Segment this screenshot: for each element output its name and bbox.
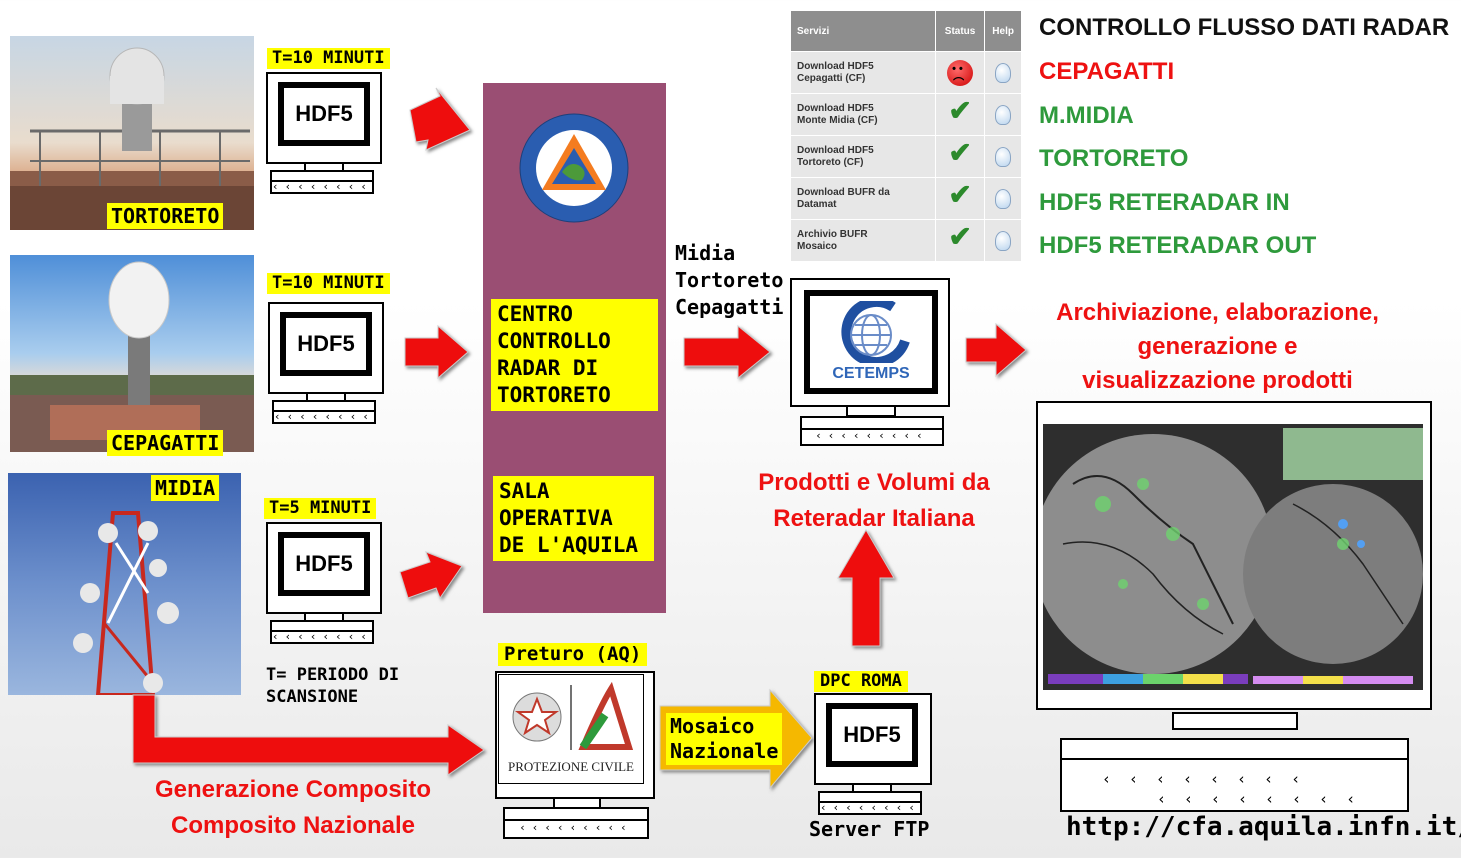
hdf5-label: HDF5 [278, 532, 370, 596]
col-header-services: Servizi [790, 10, 936, 52]
archiving-text: Archiviazione, elaborazione, generazione… [1056, 299, 1379, 394]
check-icon: ✔ [948, 137, 972, 168]
table-row: Download HDF5 Tortoreto (CF) ✔ [790, 135, 1022, 178]
service-name: Download BUFR da Datamat [790, 177, 936, 220]
arrow-cetemps-to-archive [965, 322, 1027, 378]
server-ftp-label: Server FTP [809, 817, 930, 841]
products-text: Prodotti e Volumi da Reteradar Italiana [758, 469, 990, 532]
antenna-tower-illustration [73, 511, 179, 695]
visualization-monitor-neck [1172, 712, 1298, 730]
table-row: Download HDF5 Monte Midia (CF) ✔ [790, 93, 1022, 136]
hdf5-label: HDF5 [826, 703, 918, 767]
check-icon: ✔ [948, 95, 972, 126]
check-icon: ✔ [948, 179, 972, 210]
services-status-table: Servizi Status Help Download HDF5 Cepaga… [790, 10, 1022, 262]
status-item: TORTORETO [1039, 145, 1189, 172]
dpc-computer: HDF5 ‹‹‹‹‹‹‹‹ [814, 693, 932, 815]
radar-dome-illustration [10, 261, 254, 452]
service-name: Download HDF5 Monte Midia (CF) [790, 93, 936, 136]
hdf5-label: HDF5 [278, 82, 370, 146]
interval-label-tortoreto: T=10 MINUTI [267, 48, 390, 69]
preturo-label: Preturo (AQ) [498, 643, 648, 666]
arrow-tortoreto-to-center [409, 87, 471, 151]
dpc-label: DPC ROMA [814, 671, 908, 692]
site-label-midia: MIDIA [151, 475, 220, 501]
control-center-label: CENTRO CONTROLLO RADAR DI TORTORETO [491, 299, 658, 411]
cetemps-screen: CETEMPS [804, 290, 938, 394]
tortoreto-radar-photo [10, 36, 254, 230]
col-header-help: Help [984, 10, 1022, 52]
flow-sites-label: Midia Tortoreto Cepagatti [675, 241, 784, 319]
website-url[interactable]: http://cfa.aquila.infn.it/ [1066, 812, 1461, 842]
col-header-status: Status [934, 10, 986, 52]
visualization-keyboard: ‹‹‹‹‹‹‹‹ ‹‹‹‹‹‹‹‹ [1060, 738, 1409, 812]
arrow-dpc-to-cetemps [837, 529, 895, 647]
status-item: M.MIDIA [1039, 101, 1134, 129]
arrow-center-to-cetemps [683, 324, 771, 380]
midia-radar-photo [8, 473, 241, 695]
site-label-cepagatti: CEPAGATTI [107, 430, 224, 456]
help-bulb-icon[interactable] [995, 146, 1012, 167]
status-item: HDF5 RETERADAR IN [1039, 188, 1290, 216]
interval-label-cepagatti: T=10 MINUTI [267, 273, 390, 294]
arrow-midia-to-preturo [132, 694, 485, 776]
radar-maps-screen [1043, 424, 1423, 690]
site-label-tortoreto: TORTORETO [107, 203, 224, 229]
cetemps-computer: CETEMPS ‹‹‹‹‹‹‹‹‹ [790, 278, 950, 446]
help-bulb-icon[interactable] [995, 62, 1012, 83]
cetemps-globe-icon [841, 301, 910, 363]
service-name: Download HDF5 Cepagatti (CF) [790, 51, 936, 94]
hdf5-computer-tortoreto: HDF5 ‹‹‹‹‹‹‹‹ [266, 72, 382, 194]
interval-label-midia: T=5 MINUTI [264, 498, 377, 519]
check-icon: ✔ [948, 221, 972, 252]
table-row: Archivio BUFR Mosaico ✔ [790, 219, 1022, 262]
status-item: HDF5 RETERADAR OUT [1039, 232, 1317, 259]
preturo-computer: PROTEZIONE CIVILE ‹‹‹‹‹‹‹‹‹ [495, 671, 655, 839]
status-list-title: CONTROLLO FLUSSO DATI RADAR [1039, 14, 1450, 41]
help-bulb-icon[interactable] [995, 104, 1012, 125]
mosaic-label: Mosaico Nazionale [666, 713, 783, 765]
radar-composite-image [1043, 424, 1423, 690]
hdf5-computer-midia: HDF5 ‹‹‹‹‹‹‹‹ [266, 522, 382, 644]
scan-period-note: T= PERIODO DI SCANSIONE [266, 665, 400, 707]
preturo-screen: PROTEZIONE CIVILE [498, 674, 644, 784]
composite-text: Generazione Composito Composito Nazional… [154, 776, 432, 839]
sad-face-icon [947, 59, 974, 86]
table-row: Download BUFR da Datamat ✔ [790, 177, 1022, 220]
cepagatti-radar-photo [10, 255, 254, 452]
help-bulb-icon[interactable] [995, 230, 1012, 251]
protezione-civile-national-logo [512, 681, 634, 750]
table-row: Download HDF5 Cepagatti (CF) [790, 51, 1022, 94]
service-name: Archivio BUFR Mosaico [790, 219, 936, 262]
status-list: CONTROLLO FLUSSO DATI RADAR CEPAGATTI M.M… [1039, 14, 1459, 274]
hdf5-label: HDF5 [280, 312, 372, 376]
preturo-logo-text: PROTEZIONE CIVILE [507, 759, 634, 774]
arrow-cepagatti-to-center [404, 324, 469, 380]
operations-room-label: SALA OPERATIVA DE L'AQUILA [493, 476, 654, 561]
help-bulb-icon[interactable] [995, 188, 1012, 209]
arrow-midia-to-center [399, 551, 463, 600]
service-name: Download HDF5 Tortoreto (CF) [790, 135, 936, 178]
cetemps-label: CETEMPS [832, 365, 910, 382]
status-item: CEPAGATTI [1039, 58, 1175, 85]
protezione-civile-abruzzo-logo [519, 113, 629, 223]
hdf5-computer-cepagatti: HDF5 ‹‹‹‹‹‹‹‹ [268, 302, 384, 424]
